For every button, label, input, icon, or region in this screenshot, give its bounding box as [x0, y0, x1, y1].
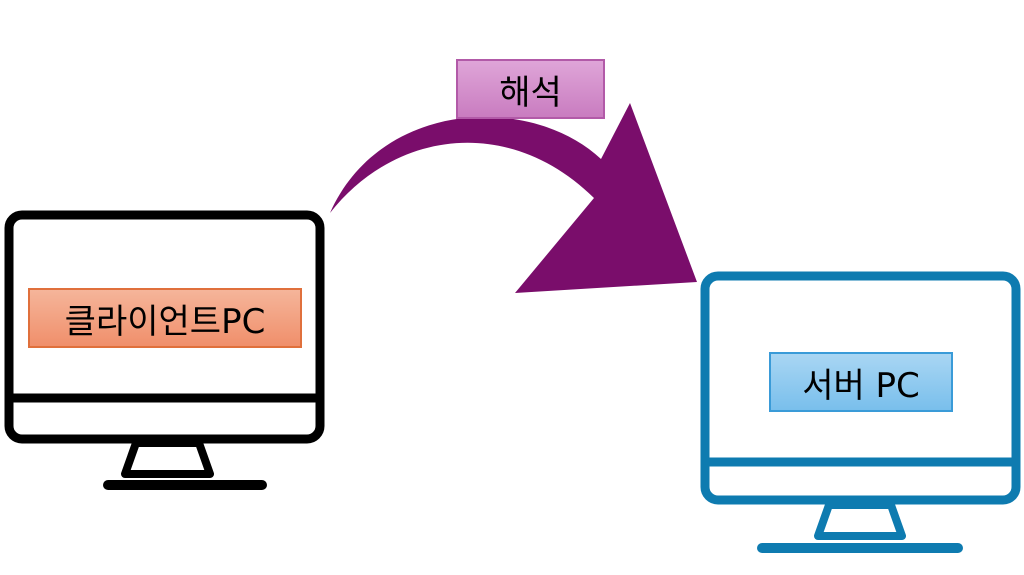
client-pc-label: 클라이언트PC — [28, 288, 302, 348]
client-monitor-icon — [4, 210, 325, 490]
server-monitor-icon — [700, 271, 1021, 553]
interpret-label: 해석 — [456, 59, 605, 119]
server-pc-label: 서버 PC — [769, 352, 953, 412]
interpret-arrow — [330, 103, 697, 293]
